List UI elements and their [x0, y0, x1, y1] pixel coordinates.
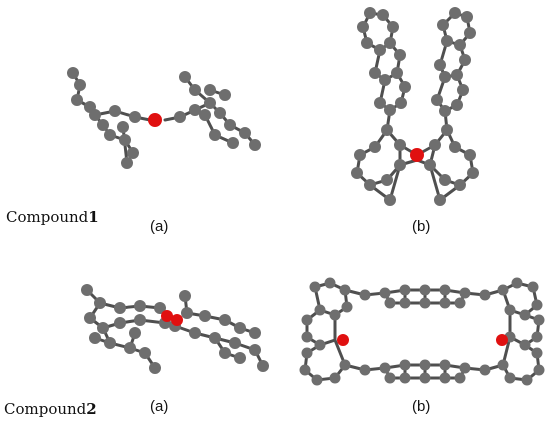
compound-word: Compound — [4, 400, 87, 418]
carbon-atoms — [351, 7, 479, 206]
bonds — [71, 71, 257, 165]
compound-2-side-view — [81, 284, 269, 374]
compound-2-label: Compound2 — [4, 400, 97, 418]
oxygen-atom — [410, 148, 424, 162]
oxygen-atom — [171, 314, 183, 326]
panel-a-label: (a) — [150, 398, 169, 415]
oxygen-atom — [161, 310, 173, 322]
oxygen-atom — [337, 334, 349, 346]
oxygen-atom — [496, 334, 508, 346]
compound-1-top-view — [351, 7, 479, 206]
carbon-atoms — [299, 277, 545, 386]
carbon-atoms — [81, 284, 269, 374]
compound-word: Compound — [6, 208, 89, 226]
compound-1-side-view — [67, 67, 261, 169]
compound-number: 1 — [88, 208, 99, 226]
compound-2-top-view — [299, 277, 545, 386]
panel-b-label: (b) — [412, 218, 431, 235]
panel-b-label: (b) — [412, 398, 431, 415]
compound-number: 2 — [86, 400, 97, 418]
carbon-atoms — [67, 67, 261, 169]
panel-a-label: (a) — [150, 218, 169, 235]
compound-1-label: Compound1 — [6, 208, 99, 226]
oxygen-atom — [148, 113, 162, 127]
